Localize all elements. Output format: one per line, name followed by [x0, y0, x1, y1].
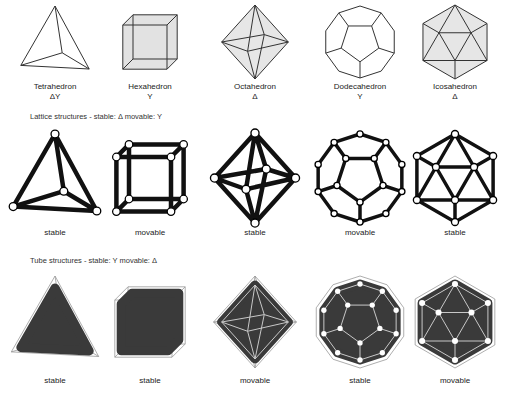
joint-set	[315, 131, 405, 225]
solid-name: Octahedron	[234, 83, 276, 92]
stability-label: movable	[440, 377, 470, 386]
stability-label: movable	[135, 229, 165, 238]
solid-name: Dodecahedron	[334, 83, 386, 92]
tube-bodies	[21, 284, 488, 360]
section-heading: Lattice structures - stable: Δ movable: …	[30, 113, 162, 121]
octahedron-drawing	[222, 5, 289, 79]
octahedron-shade	[222, 5, 289, 79]
dodecahedron-lattice	[318, 134, 402, 222]
dodecahedron-tube	[324, 284, 396, 360]
stability-label: stable	[44, 377, 65, 386]
joint-set	[9, 130, 101, 215]
octahedron-tube-edges	[222, 285, 289, 359]
tetrahedron-drawing	[21, 6, 89, 69]
stability-symbol: Y	[147, 93, 152, 102]
lattice-joints	[9, 129, 496, 227]
lattice-drawings	[13, 133, 493, 223]
stability-label: movable	[345, 229, 375, 238]
solid-name: Icosahedron	[433, 83, 477, 92]
joint-set	[113, 141, 188, 216]
hexahedron-shade	[123, 15, 177, 69]
joint-set	[210, 129, 299, 227]
stability-label: stable	[139, 377, 160, 386]
stability-symbol: Δ	[452, 93, 457, 102]
solid-name: Hexahedron	[128, 83, 172, 92]
stability-label: stable	[444, 229, 465, 238]
icosahedron-shade	[423, 5, 487, 79]
tube-edges	[222, 284, 488, 360]
octahedron-tube	[222, 285, 289, 359]
stability-label: stable	[244, 229, 265, 238]
icosahedron-lattice	[417, 134, 493, 222]
octahedron-lattice	[215, 133, 296, 223]
dodecahedron-drawing	[326, 6, 394, 78]
icosahedron-outline	[415, 276, 495, 368]
stability-symbol: ΔY	[50, 93, 61, 102]
dodecahedron-outline	[316, 276, 403, 368]
stability-label: movable	[240, 377, 270, 386]
tube-joints	[321, 281, 491, 363]
solid-name: Tetrahedron	[34, 83, 77, 92]
solid-drawings	[21, 5, 487, 79]
tetrahedron-outline	[11, 276, 98, 357]
stability-label: stable	[44, 229, 65, 238]
icosahedron-tube	[422, 284, 488, 360]
octahedron-outline	[214, 276, 297, 368]
joint-set	[413, 130, 496, 225]
hexahedron-drawing	[123, 15, 177, 69]
tube-outlines	[11, 276, 495, 368]
section-heading: Tube structures - stable: Y movable: Δ	[30, 257, 157, 265]
dodecahedron-tube-edges	[324, 284, 396, 360]
icosahedron-tube-edges	[422, 284, 488, 360]
stability-symbol: Δ	[252, 93, 257, 102]
joint-set	[419, 281, 491, 363]
tetrahedron-lattice	[13, 134, 97, 211]
hexahedron-outline	[115, 287, 185, 357]
hexahedron-tube	[121, 293, 179, 351]
tetrahedron-tube	[21, 288, 89, 351]
stability-label: stable	[349, 377, 370, 386]
joint-set	[321, 281, 399, 362]
stability-symbol: Y	[357, 93, 362, 102]
icosahedron-drawing	[423, 5, 487, 79]
